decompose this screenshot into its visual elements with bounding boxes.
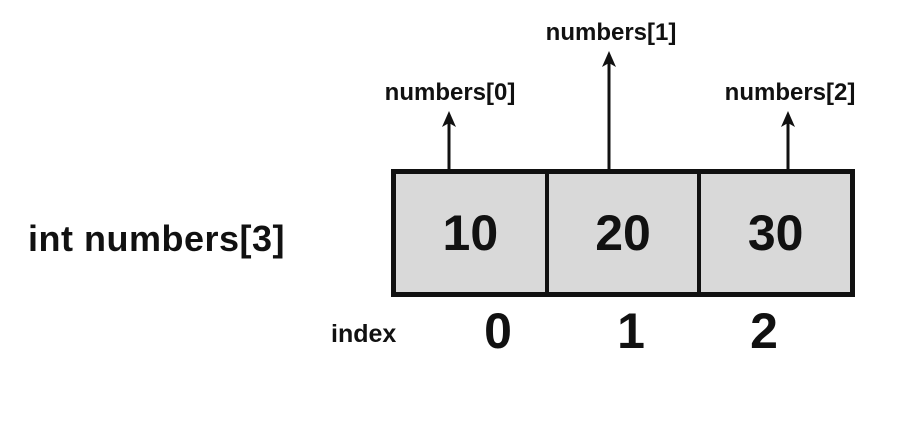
up-arrow-icon <box>602 51 616 169</box>
index-value-1: 1 <box>617 303 645 359</box>
pointer-label-numbers-2: numbers[2] <box>724 79 856 106</box>
array-cell-2: 30 <box>747 205 804 261</box>
index-value-0: 0 <box>484 303 512 359</box>
index-value-2: 2 <box>750 303 778 359</box>
array-box: 10 20 30 <box>391 169 855 297</box>
array-declaration-label: int numbers[3] <box>28 218 286 259</box>
up-arrow-icon <box>781 111 795 169</box>
array-cell-1: 20 <box>549 174 702 292</box>
pointer-label-numbers-0: numbers[0] <box>384 79 516 106</box>
index-row-label: index <box>331 320 397 348</box>
up-arrow-icon <box>442 111 456 169</box>
pointer-label-numbers-1: numbers[1] <box>545 19 677 46</box>
array-cell-0: 10 <box>396 174 549 292</box>
